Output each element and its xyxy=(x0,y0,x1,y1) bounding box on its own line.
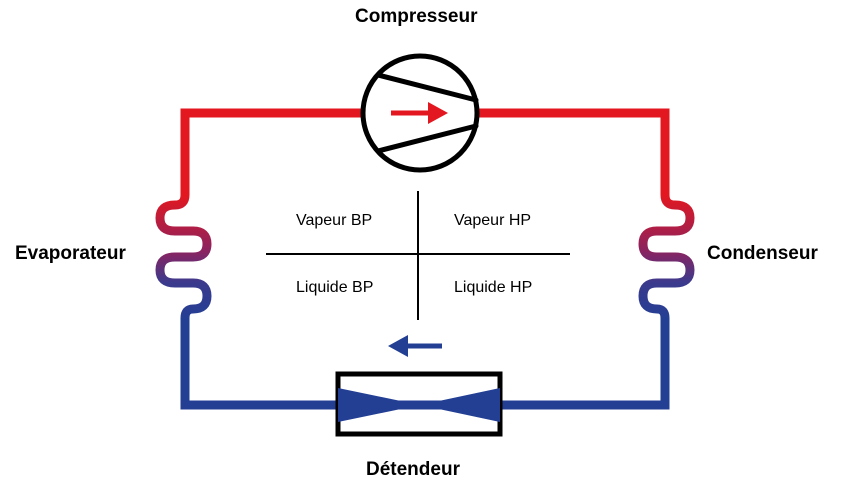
condenser-coil xyxy=(638,194,695,319)
condenser-label: Condenseur xyxy=(707,243,818,264)
evaporator-coil xyxy=(155,194,212,319)
flow-direction-arrow-right xyxy=(391,102,448,124)
state-high-pressure-vapor: Vapeur HP xyxy=(454,212,532,229)
flow-direction-arrow-left xyxy=(388,335,442,357)
expansion-valve-label: Détendeur xyxy=(366,459,460,480)
state-high-pressure-liquid: Liquide HP xyxy=(454,279,533,296)
expansion-valve-symbol xyxy=(335,371,503,437)
evaporator-label: Evaporateur xyxy=(15,243,126,264)
hot-refrigerant-line xyxy=(180,108,670,195)
compressor-label: Compresseur xyxy=(355,6,478,27)
state-low-pressure-liquid: Liquide BP xyxy=(296,279,374,296)
state-low-pressure-vapor: Vapeur BP xyxy=(296,212,373,229)
